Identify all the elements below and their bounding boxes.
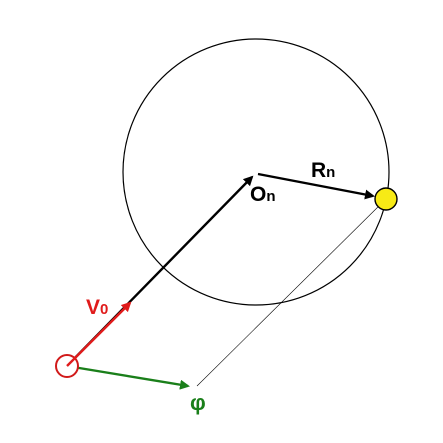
label-v0: V0: [86, 296, 108, 319]
orbit-circle: [122, 38, 390, 306]
vector-phi: [66, 364, 190, 390]
vector-rn: [257, 172, 375, 200]
guide-line-phi-to-point: [196, 198, 387, 387]
point-on-circle: [374, 187, 398, 211]
origin-tick: [66, 356, 77, 367]
label-on: On: [250, 183, 276, 206]
vector-v0: [66, 301, 132, 367]
label-phi: φ: [190, 390, 206, 415]
label-rn: Rn: [311, 159, 335, 182]
